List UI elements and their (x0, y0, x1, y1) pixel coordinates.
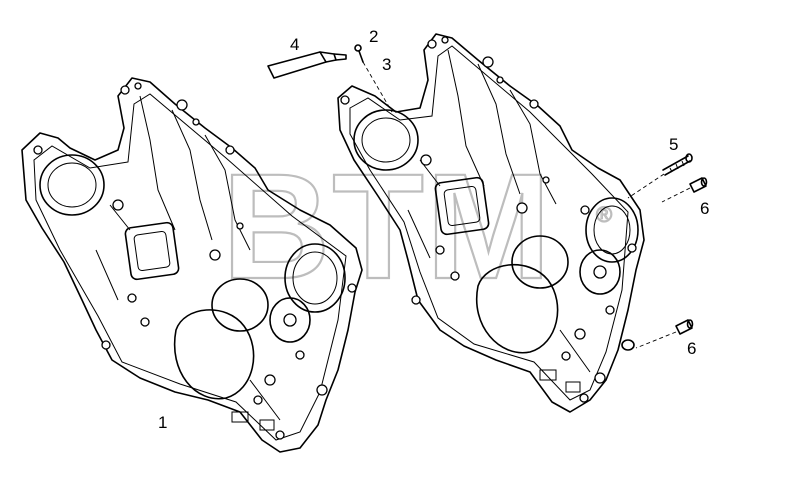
callout-1: 1 (158, 413, 167, 432)
gear-housing-cover-right-icon (337, 33, 645, 413)
stud-icon (627, 153, 693, 199)
callout-3: 3 (382, 55, 391, 74)
sealant-tube-icon (267, 51, 347, 79)
callout-5: 5 (669, 135, 678, 154)
callout-6-lower: 6 (687, 339, 696, 358)
callout-4: 4 (290, 35, 299, 54)
callout-2: 2 (369, 27, 378, 46)
callout-6-upper: 6 (700, 199, 709, 218)
screw-icon (354, 44, 393, 113)
watermark-text: BTM (222, 142, 553, 310)
gear-housing-cover-left-icon (21, 77, 363, 453)
plug-icon-lower (635, 319, 694, 349)
watermark-registered-mark: ® (596, 202, 612, 227)
plug-icon-upper (661, 177, 708, 203)
